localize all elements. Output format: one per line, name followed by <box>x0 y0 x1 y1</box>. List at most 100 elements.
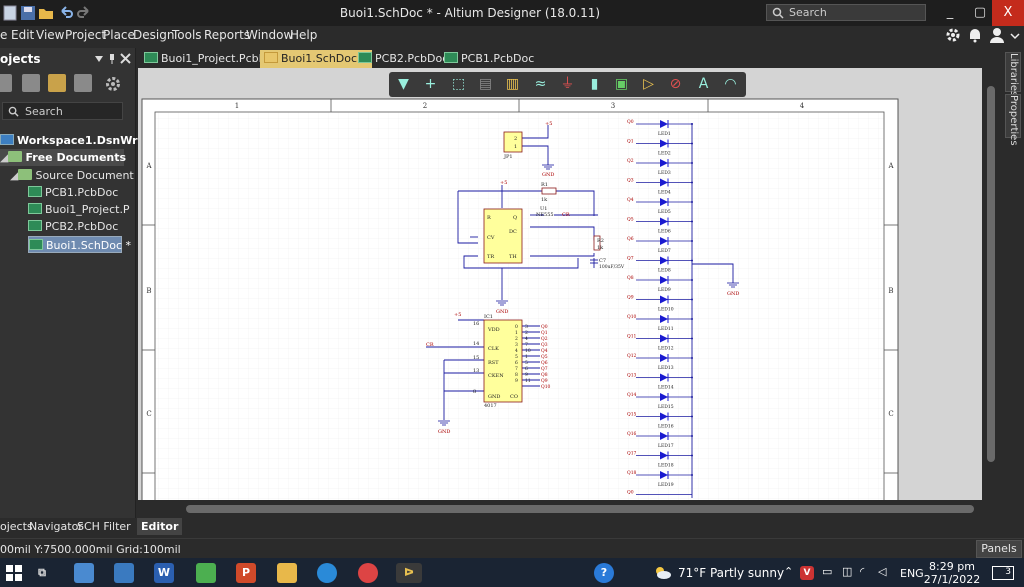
gnd-label-led: GND <box>727 291 739 297</box>
menu-place[interactable]: Place <box>103 28 135 42</box>
crosshair-icon[interactable]: + <box>421 75 440 94</box>
tree-workspace[interactable]: Workspace1.DsnWrk <box>0 132 124 149</box>
menu-help[interactable]: Help <box>290 28 317 42</box>
vertical-scroll-thumb[interactable] <box>987 86 995 462</box>
ic1-net-label: Q9 <box>541 378 548 384</box>
panel-menu-icon[interactable] <box>94 55 104 63</box>
altium-icon[interactable]: ᐅ <box>396 563 422 583</box>
pin-icon[interactable] <box>107 53 117 65</box>
properties-panel-tab[interactable]: Properties <box>1005 94 1021 138</box>
word-icon[interactable]: W <box>154 563 174 583</box>
junction-dot <box>691 377 693 379</box>
bus-icon[interactable]: ▮ <box>585 75 604 94</box>
gear-icon[interactable] <box>944 26 962 44</box>
save-icon[interactable] <box>20 5 36 21</box>
task-view-icon[interactable]: ⧉ <box>32 563 52 583</box>
chrome-icon[interactable] <box>358 563 378 583</box>
app-icon-2[interactable] <box>114 563 134 583</box>
undo-icon[interactable] <box>58 5 74 21</box>
project-search-input[interactable]: Search <box>2 102 123 120</box>
minimize-button[interactable]: _ <box>934 0 966 26</box>
schematic-sheet[interactable]: 1 2 3 4 A B C A B C <box>138 68 982 500</box>
tree-free-documents[interactable]: ◢Free Documents <box>0 149 124 166</box>
text-icon[interactable]: A <box>694 75 713 94</box>
new-doc-icon[interactable] <box>2 5 18 21</box>
filter-icon[interactable]: ▼ <box>394 75 413 94</box>
app-icon-green[interactable] <box>196 563 216 583</box>
save-project-icon[interactable] <box>0 74 12 92</box>
taskbar-clock[interactable]: 8:29 pm 27/1/2022 <box>920 560 984 586</box>
tray-app-icon[interactable]: V <box>800 566 814 580</box>
editor-tab[interactable]: Editor <box>137 518 182 535</box>
menu-file[interactable]: e <box>0 28 7 42</box>
file-explorer-icon[interactable] <box>277 563 297 583</box>
horizontal-scrollbar[interactable] <box>138 502 982 516</box>
menu-design[interactable]: Design <box>133 28 174 42</box>
jp1-body[interactable] <box>504 132 522 152</box>
ic1-output-pin-number: 5 <box>525 360 528 366</box>
powerpoint-icon[interactable]: P <box>236 563 256 583</box>
tree-doc-schdoc[interactable]: Buoi1.SchDoc * <box>28 236 122 253</box>
tab-navigator[interactable]: Navigator <box>29 520 83 533</box>
panels-button[interactable]: Panels <box>976 540 1022 558</box>
ic1-net-label: Q3 <box>541 342 548 348</box>
app-icon-1[interactable] <box>74 563 94 583</box>
open-folder-icon[interactable] <box>38 5 54 21</box>
align-icon[interactable]: ▤ <box>476 75 495 94</box>
horizontal-scroll-thumb[interactable] <box>186 505 974 513</box>
arc-icon[interactable]: ◠ <box>721 75 740 94</box>
menu-view[interactable]: View <box>36 28 64 42</box>
close-project-icon[interactable] <box>74 74 92 92</box>
windows-start-icon[interactable] <box>6 565 22 581</box>
tab-projects[interactable]: ojects <box>0 520 33 533</box>
led-net-label: Q6 <box>627 236 634 242</box>
r1-body[interactable] <box>542 188 556 194</box>
global-search-input[interactable]: Search <box>766 4 926 21</box>
select-rect-icon[interactable]: ⬚ <box>449 75 468 94</box>
wire-icon[interactable]: ≈ <box>531 75 550 94</box>
libraries-panel-tab[interactable]: Libraries <box>1005 52 1021 92</box>
ic1-output-label: 9 <box>515 378 518 384</box>
chevron-up-icon[interactable]: ⌃ <box>784 565 793 578</box>
power-port-icon[interactable]: ⏚ <box>558 75 577 94</box>
tree-doc-project-pcb[interactable]: Buoi1_Project.P <box>28 201 130 218</box>
ic1-part: 4017 <box>484 403 497 409</box>
tab-pcb1-pcbdoc[interactable]: PCB1.PcbDoc <box>440 50 540 68</box>
menu-tools[interactable]: Tools <box>172 28 202 42</box>
led-net-label: Q15 <box>627 412 637 418</box>
copy-icon[interactable] <box>22 74 40 92</box>
settings-icon[interactable] <box>104 75 122 93</box>
redo-icon[interactable] <box>76 5 92 21</box>
battery-icon[interactable]: ▭ <box>822 565 832 578</box>
tab-label: PCB2.PcbDoc <box>375 52 448 65</box>
menu-project[interactable]: Project <box>65 28 106 42</box>
menu-window[interactable]: Window <box>246 28 293 42</box>
col-label-3: 3 <box>611 102 615 110</box>
port-icon[interactable]: ▷ <box>639 75 658 94</box>
part-icon[interactable]: ▥ <box>503 75 522 94</box>
close-button[interactable]: X <box>992 0 1024 26</box>
directive-icon[interactable]: ⊘ <box>666 75 685 94</box>
user-icon[interactable] <box>988 26 1006 44</box>
weather-text[interactable]: 71°F Partly sunny <box>678 566 784 580</box>
vertical-scrollbar[interactable] <box>983 68 999 500</box>
harness-icon[interactable]: ▣ <box>612 75 631 94</box>
menu-edit[interactable]: Edit <box>11 28 34 42</box>
tree-doc-pcb2[interactable]: PCB2.PcbDoc <box>28 218 118 235</box>
schematic-canvas[interactable]: 1 2 3 4 A B C A B C <box>138 68 982 500</box>
edge-icon[interactable] <box>317 563 337 583</box>
menu-reports[interactable]: Reports <box>204 28 250 42</box>
panel-close-icon[interactable] <box>120 53 131 64</box>
help-icon[interactable]: ? <box>594 563 614 583</box>
open-project-icon[interactable] <box>48 74 66 92</box>
notification-center[interactable]: 3 <box>992 566 1014 580</box>
tab-sch-filter[interactable]: SCH Filter <box>77 520 131 533</box>
chevron-down-icon[interactable] <box>1010 32 1020 40</box>
bell-icon[interactable] <box>966 26 984 44</box>
ic1-net-label: Q5 <box>541 354 548 360</box>
wifi-icon[interactable]: ◜ <box>860 565 864 578</box>
tree-source-documents[interactable]: ◢Source Document <box>10 167 134 184</box>
volume-icon[interactable]: ◁ <box>878 565 886 578</box>
network-icon[interactable]: ◫ <box>842 565 852 578</box>
tree-doc-pcb1[interactable]: PCB1.PcbDoc <box>28 184 118 201</box>
